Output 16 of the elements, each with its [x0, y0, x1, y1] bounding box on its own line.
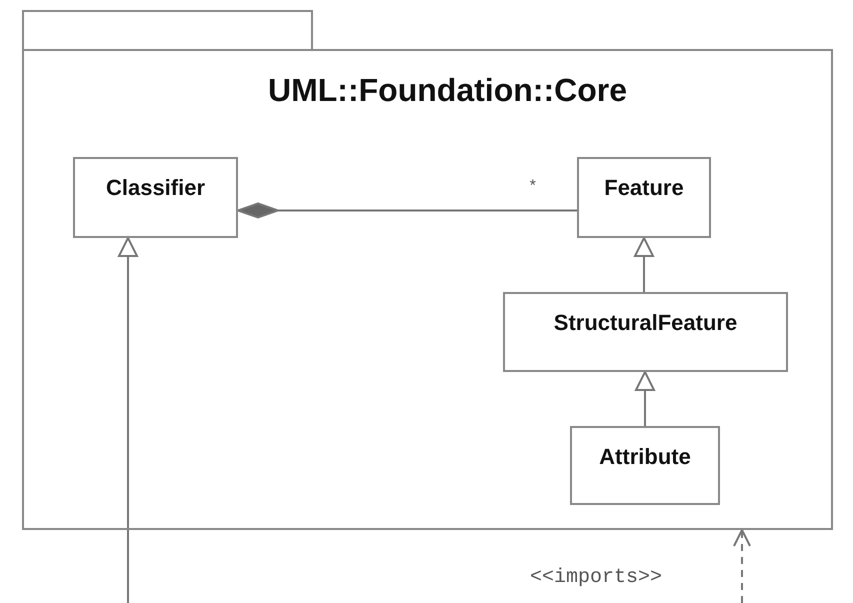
- class-name: StructuralFeature: [552, 310, 738, 336]
- class-box: [577, 157, 711, 238]
- package-name: UML::Foundation::Core: [266, 72, 628, 109]
- composition-line: [237, 202, 577, 218]
- package-frame: [22, 10, 833, 530]
- class-box: [570, 426, 720, 505]
- class-name: Feature: [603, 175, 685, 201]
- dependency-arrow: [733, 529, 751, 603]
- class-name: Attribute: [598, 444, 692, 470]
- class-box: [73, 157, 238, 238]
- generalization-arrow: [118, 237, 138, 603]
- class-name: Classifier: [104, 175, 206, 201]
- stereotype-label: <<imports>>: [530, 568, 662, 588]
- generalization-arrow: [635, 371, 655, 426]
- generalization-arrow: [634, 237, 654, 292]
- class-box: [503, 292, 788, 372]
